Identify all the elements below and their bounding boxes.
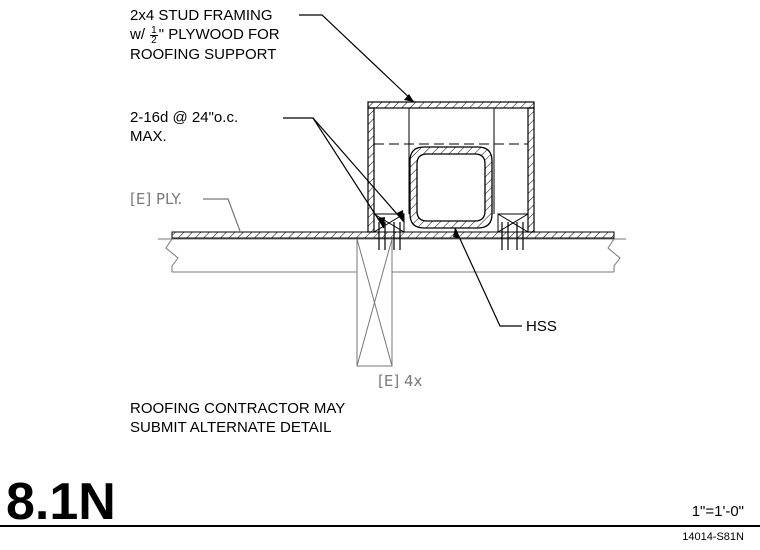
sheet-reference: 14014-S81N (682, 531, 744, 543)
plywood-roofing-support (367, 101, 535, 233)
hss-tube (409, 146, 493, 229)
contractor-note: ROOFING CONTRACTOR MAY SUBMIT ALTERNATE … (130, 399, 345, 437)
existing-ply-label: [E] PLY. (130, 190, 183, 208)
existing-4x-member (356, 238, 393, 367)
nails-note: 2-16d @ 24"o.c. MAX. (130, 108, 238, 146)
hss-label: HSS (526, 318, 557, 335)
existing-4x-label: [E] 4x (378, 372, 423, 390)
detail-number: 8.1N (6, 473, 116, 531)
contractor-line1: ROOFING CONTRACTOR MAY (130, 400, 346, 417)
nails (378, 222, 524, 250)
nails-line1: 2-16d @ 24"o.c. (130, 109, 239, 126)
existing-plywood-deck (158, 231, 626, 240)
leaders (203, 14, 522, 327)
nails-line2: MAX. (130, 128, 167, 145)
stud-framing-line1: 2x4 STUD FRAMING (130, 7, 273, 24)
existing-joist (165, 238, 621, 273)
leader-arrowheads (378, 94, 459, 238)
contractor-line2: SUBMIT ALTERNATE DETAIL (130, 419, 332, 436)
scale-label: 1"=1'-0" (691, 503, 744, 520)
stud-framing-line3: ROOFING SUPPORT (130, 45, 277, 63)
